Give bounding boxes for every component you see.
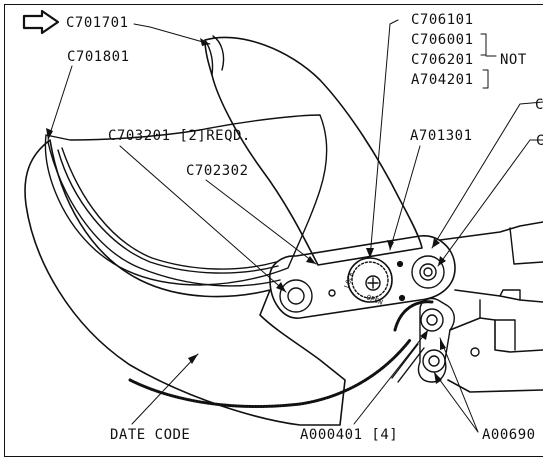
lower-jaw-body (24, 139, 346, 426)
bracket-b (482, 69, 489, 89)
pivot-left (279, 279, 313, 313)
ratchet-gear (393, 300, 434, 332)
label-edge-c2: C (536, 133, 543, 149)
label-date-code: DATE CODE (110, 427, 191, 443)
label-c706201: C706201 (411, 52, 474, 68)
upper-jaw-tip (204, 39, 214, 76)
adjustment-dial-center (365, 275, 381, 291)
pin-upper-inner (426, 314, 438, 326)
leader-c701801 (47, 65, 73, 141)
pin-small (470, 347, 480, 357)
drawing-frame (4, 4, 543, 457)
bracket-a (480, 33, 487, 56)
label-not: NOT (500, 52, 527, 68)
lower-handle-detail (479, 299, 516, 351)
label-a701301: A701301 (410, 128, 473, 144)
leader-a701301 (389, 145, 421, 251)
leader-a00690-a (433, 371, 479, 433)
label-edge-c: C (535, 97, 543, 113)
lower-jaw-crimp-profile (57, 149, 279, 274)
label-a000401: A000401 [4] (300, 427, 399, 443)
label-c701701: C701701 (66, 15, 129, 31)
upper-handle-detail (499, 227, 543, 301)
leader-a00690-b (439, 337, 479, 433)
lower-handle (447, 317, 543, 393)
label-c701801: C701801 (67, 49, 130, 65)
label-a704201: A704201 (411, 72, 474, 88)
adjustment-dial-cross (367, 277, 379, 289)
label-c706101: C706101 (411, 12, 474, 28)
leader-lines (47, 19, 543, 433)
label-c702302: C702302 (186, 163, 249, 179)
pivot-right-core (423, 267, 433, 277)
arrow-pointer-icon (22, 9, 60, 35)
lower-jaw-inner-curve (47, 141, 281, 287)
leader-right-top (431, 101, 543, 249)
leader-c701701 (133, 23, 211, 45)
spring (391, 343, 425, 383)
upper-jaw (204, 36, 423, 266)
arrowheads (46, 38, 446, 384)
lower-link (417, 297, 455, 383)
pivot-left-inner (287, 287, 305, 305)
leader-date-code (131, 353, 199, 425)
pin-lower-inner (428, 355, 440, 367)
label-c706001: C706001 (411, 32, 474, 48)
pin-upper (420, 308, 444, 332)
pin-lower (422, 349, 446, 373)
lower-jaw-blade (44, 114, 328, 286)
pivot-right-inner (419, 263, 437, 281)
leader-a000401 (353, 329, 429, 425)
leader-right-mid (437, 139, 543, 267)
leader-c706101 (369, 19, 399, 259)
leader-c703201 (119, 145, 287, 293)
label-a00690: A00690 (482, 427, 536, 443)
upper-handle (439, 221, 543, 303)
adjustment-dial-ring (351, 261, 389, 299)
ratchet-arc (128, 338, 412, 409)
dial-dot-2 (398, 294, 406, 302)
label-c703201: C703201 [2]REQD. (108, 128, 251, 144)
link-plate (269, 235, 456, 319)
upper-jaw-edge (212, 35, 225, 71)
small-hole (328, 289, 336, 297)
pivot-right (411, 255, 445, 289)
leader-c702302 (205, 179, 317, 265)
dial-dot-1 (396, 260, 404, 268)
lower-jaw-crimp-profile-2 (61, 147, 277, 270)
